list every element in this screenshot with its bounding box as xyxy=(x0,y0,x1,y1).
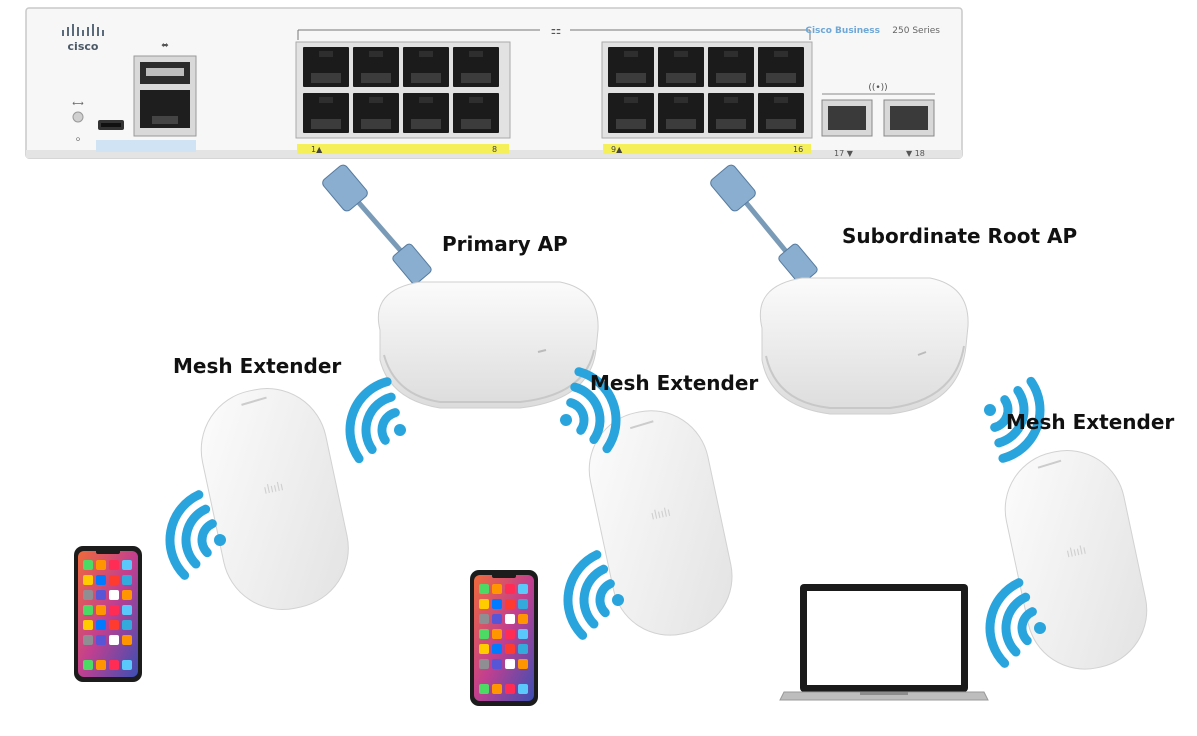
right-port-0-3 xyxy=(758,47,804,87)
ethernet-cable-subordinate xyxy=(710,164,818,285)
right-port-1-0 xyxy=(608,93,654,133)
port-label-9: 9▲ xyxy=(611,145,623,154)
left-port-0-2 xyxy=(403,47,449,87)
port-label-16: 16 xyxy=(793,145,803,154)
svg-text:ılıılı: ılıılı xyxy=(1065,543,1087,561)
cisco-switch: cisco ⟷ ⚪ ⬌ 1▲ 8 ⚏ xyxy=(25,7,963,159)
sfp-label-18: ▼ 18 xyxy=(906,149,925,158)
port-highlight-right xyxy=(603,144,811,154)
right-port-0-1 xyxy=(658,47,704,87)
subordinate-root-ap-label: Subordinate Root AP xyxy=(842,224,1078,248)
network-icon: ⚏ xyxy=(551,23,562,37)
mesh-extender-2-device: ılıılı xyxy=(588,410,733,636)
switch-series-text: Cisco Business xyxy=(805,26,880,36)
right-port-0-2 xyxy=(708,47,754,87)
wifi-signal-mesh2-up xyxy=(560,367,621,454)
mesh-extender-3-label: Mesh Extender xyxy=(1006,410,1175,434)
port-highlight-left xyxy=(297,144,509,154)
wifi-signal-mesh2-phone xyxy=(563,550,624,640)
right-port-1-2 xyxy=(708,93,754,133)
left-port-1-3 xyxy=(453,93,499,133)
svg-text:⟷: ⟷ xyxy=(72,99,84,108)
port-label-8: 8 xyxy=(492,145,497,154)
smartphone-1 xyxy=(74,546,142,682)
port-group-1-8: 1▲ 8 xyxy=(295,29,540,154)
smartphone-2 xyxy=(470,570,538,706)
svg-text:((•)): ((•)) xyxy=(868,83,887,93)
right-port-1-3 xyxy=(758,93,804,133)
mesh-extender-1-device: ılıılı xyxy=(200,388,349,611)
left-port-1-1 xyxy=(353,93,399,133)
svg-text:⚪: ⚪ xyxy=(75,135,82,144)
switch-model-text: 250 Series xyxy=(892,26,940,36)
primary-ap-label: Primary AP xyxy=(442,232,568,256)
switch-brand-text: cisco xyxy=(68,40,99,53)
mesh-extender-2-label: Mesh Extender xyxy=(590,371,759,395)
left-port-0-3 xyxy=(453,47,499,87)
cisco-logo: cisco xyxy=(62,24,104,53)
wifi-signal-primary xyxy=(345,377,406,464)
svg-text:ılıılı: ılıılı xyxy=(262,479,284,497)
wifi-signal-mesh3-laptop xyxy=(985,578,1046,668)
sfp-label-17: 17 ▼ xyxy=(834,149,854,158)
right-port-1-1 xyxy=(658,93,704,133)
subordinate-root-ap-device xyxy=(759,277,969,415)
port-group-9-16: 9▲ 16 xyxy=(570,29,813,154)
mesh-extender-3-device: ılıılı xyxy=(1004,450,1148,670)
right-port-0-0 xyxy=(608,47,654,87)
left-port-0-0 xyxy=(303,47,349,87)
primary-ap-device xyxy=(377,281,599,409)
laptop xyxy=(779,584,989,701)
port-label-1: 1▲ xyxy=(311,145,323,154)
left-port-1-0 xyxy=(303,93,349,133)
reset-button[interactable] xyxy=(72,111,84,123)
mesh-extender-1-label: Mesh Extender xyxy=(173,354,342,378)
svg-text:ılıılı: ılıılı xyxy=(649,505,671,523)
svg-text:⬌: ⬌ xyxy=(161,41,169,51)
left-port-1-2 xyxy=(403,93,449,133)
sfp-ports: ((•)) 17 ▼ ▼ 18 xyxy=(821,83,935,158)
ethernet-cable-primary xyxy=(322,164,432,285)
left-port-0-1 xyxy=(353,47,399,87)
wifi-signal-mesh1-phone xyxy=(165,490,226,580)
wifi-signal-subordinate xyxy=(984,376,1045,463)
